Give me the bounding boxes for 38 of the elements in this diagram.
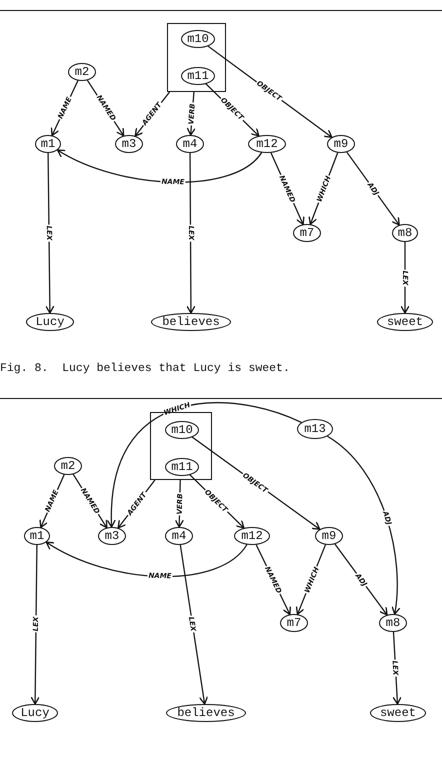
- node-ellipse: m3: [115, 135, 143, 153]
- arrow: [327, 436, 400, 615]
- node-ellipse: m10: [181, 30, 215, 48]
- arrow: [346, 152, 400, 226]
- node-ellipse: m7: [280, 614, 308, 632]
- arrow: [180, 544, 208, 705]
- node-ellipse: m11: [181, 67, 215, 85]
- node-ellipse: Lucy: [26, 313, 74, 331]
- node-ellipse: m9: [327, 135, 355, 153]
- node-ellipse: m4: [176, 135, 204, 153]
- node-ellipse: m13: [297, 419, 333, 439]
- node-ellipse: m1: [35, 135, 61, 153]
- node-ellipse: m9: [315, 527, 343, 545]
- node-ellipse: m12: [248, 135, 286, 153]
- node-ellipse: m7: [293, 224, 321, 242]
- arrow: [107, 402, 302, 528]
- node-ellipse: m10: [165, 421, 199, 439]
- node-ellipse: m12: [234, 527, 270, 545]
- node-ellipse: m8: [379, 614, 407, 632]
- node-ellipse: Lucy: [12, 704, 58, 722]
- node-ellipse: m2: [68, 63, 96, 81]
- group-box: [167, 23, 226, 92]
- arrow: [186, 153, 196, 314]
- node-ellipse: sweet: [377, 313, 433, 331]
- arrow: [30, 545, 40, 705]
- node-ellipse: believes: [151, 313, 231, 331]
- arrow: [56, 149, 262, 183]
- arrow: [45, 153, 54, 314]
- node-ellipse: sweet: [370, 704, 426, 722]
- node-ellipse: believes: [166, 704, 246, 722]
- caption: Fig. 8. Lucy believes that Lucy is sweet.: [0, 362, 290, 375]
- node-ellipse: m4: [165, 527, 193, 545]
- node-ellipse: m3: [98, 527, 126, 545]
- arrow: [46, 542, 248, 578]
- node-ellipse: m1: [24, 527, 50, 545]
- node-ellipse: m11: [165, 458, 199, 476]
- node-ellipse: m2: [54, 457, 82, 475]
- node-ellipse: m8: [392, 224, 418, 242]
